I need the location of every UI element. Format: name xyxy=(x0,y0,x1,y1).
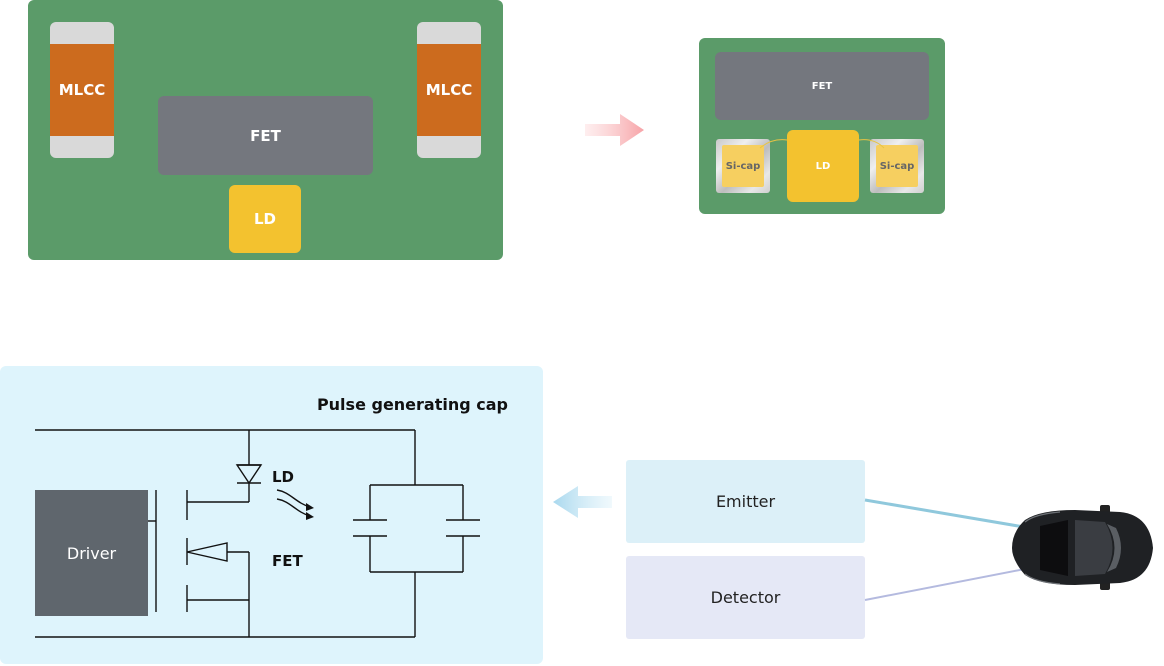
fet-circuit-label: FET xyxy=(272,552,303,570)
driver-block: Driver xyxy=(35,490,148,616)
emitter-box: Emitter xyxy=(626,460,865,543)
mlcc-left: MLCC xyxy=(50,22,114,158)
mlcc-right-label: MLCC xyxy=(417,44,481,136)
fet-chip-large-label: FET xyxy=(250,126,281,145)
si-cap-right-label: Si-cap xyxy=(876,145,918,187)
emitter-label: Emitter xyxy=(715,492,776,511)
detector-box: Detector xyxy=(626,556,865,639)
mlcc-left-label: MLCC xyxy=(50,44,114,136)
fet-chip-compact-label: FET xyxy=(811,80,833,92)
driver-label: Driver xyxy=(66,543,117,563)
fet-chip-large: FET xyxy=(158,96,373,175)
si-cap-right: Si-cap xyxy=(870,139,924,193)
si-cap-left-label: Si-cap xyxy=(722,145,764,187)
ld-circuit-label: LD xyxy=(272,468,295,486)
detector-label: Detector xyxy=(710,588,781,607)
circuit-title: Pulse generating cap xyxy=(316,395,508,414)
mlcc-right: MLCC xyxy=(417,22,481,158)
si-cap-left: Si-cap xyxy=(716,139,770,193)
ld-chip-large: LD xyxy=(229,185,301,253)
ld-chip-compact-label: LD xyxy=(815,160,831,172)
fet-chip-compact: FET xyxy=(715,52,929,120)
ld-chip-large-label: LD xyxy=(253,210,276,228)
ld-chip-compact: LD xyxy=(787,130,859,202)
